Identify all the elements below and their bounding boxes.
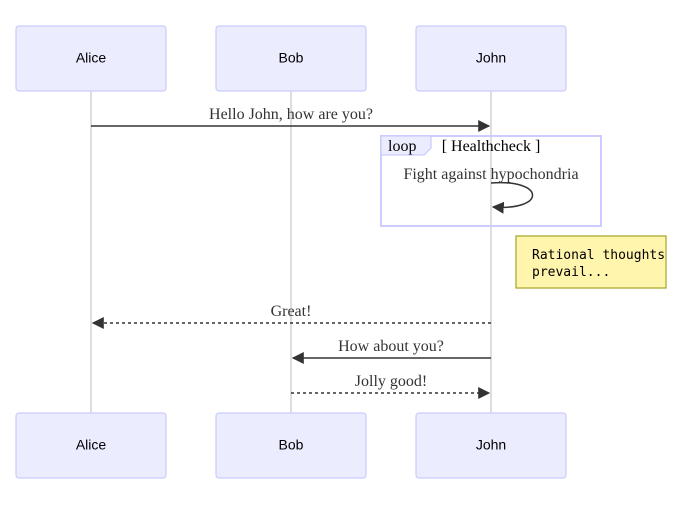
note-line-1: Rational thoughts xyxy=(532,248,665,263)
actor-john-bottom: John xyxy=(415,412,567,479)
note-box xyxy=(515,235,667,289)
actor-label: Alice xyxy=(76,50,107,66)
message-jolly-good: Jolly good! xyxy=(291,373,491,399)
loop-border xyxy=(380,135,602,227)
actor-label: Bob xyxy=(279,437,304,453)
loop-tab xyxy=(380,135,432,156)
actor-alice-bottom: Alice xyxy=(15,412,167,479)
note-line-2: prevail... xyxy=(532,265,610,280)
loop-condition: [ Healthcheck ] xyxy=(442,138,541,155)
actor-label: John xyxy=(476,50,506,66)
message-label: How about you? xyxy=(338,338,444,355)
actor-label: John xyxy=(476,437,506,453)
message-self-loop: Fight against hypochondria xyxy=(403,166,579,214)
message-hello: Hello John, how are you? xyxy=(91,106,491,132)
actor-label: Alice xyxy=(76,437,107,453)
loop-frame: loop [ Healthcheck ] xyxy=(380,135,602,227)
message-how-about-you: How about you? xyxy=(291,338,491,364)
message-label: Hello John, how are you? xyxy=(209,106,373,123)
message-great: Great! xyxy=(91,303,491,329)
actor-bob-bottom: Bob xyxy=(215,412,367,479)
actor-alice-top: Alice xyxy=(15,25,167,92)
message-arrow xyxy=(490,181,534,214)
loop-keyword: loop xyxy=(388,138,416,155)
message-label: Jolly good! xyxy=(355,373,427,390)
note: Rational thoughts prevail... xyxy=(515,235,667,289)
message-label: Fight against hypochondria xyxy=(403,166,578,183)
actor-bob-top: Bob xyxy=(215,25,367,92)
actor-john-top: John xyxy=(415,25,567,92)
actor-label: Bob xyxy=(279,50,304,66)
message-label: Great! xyxy=(271,303,312,320)
